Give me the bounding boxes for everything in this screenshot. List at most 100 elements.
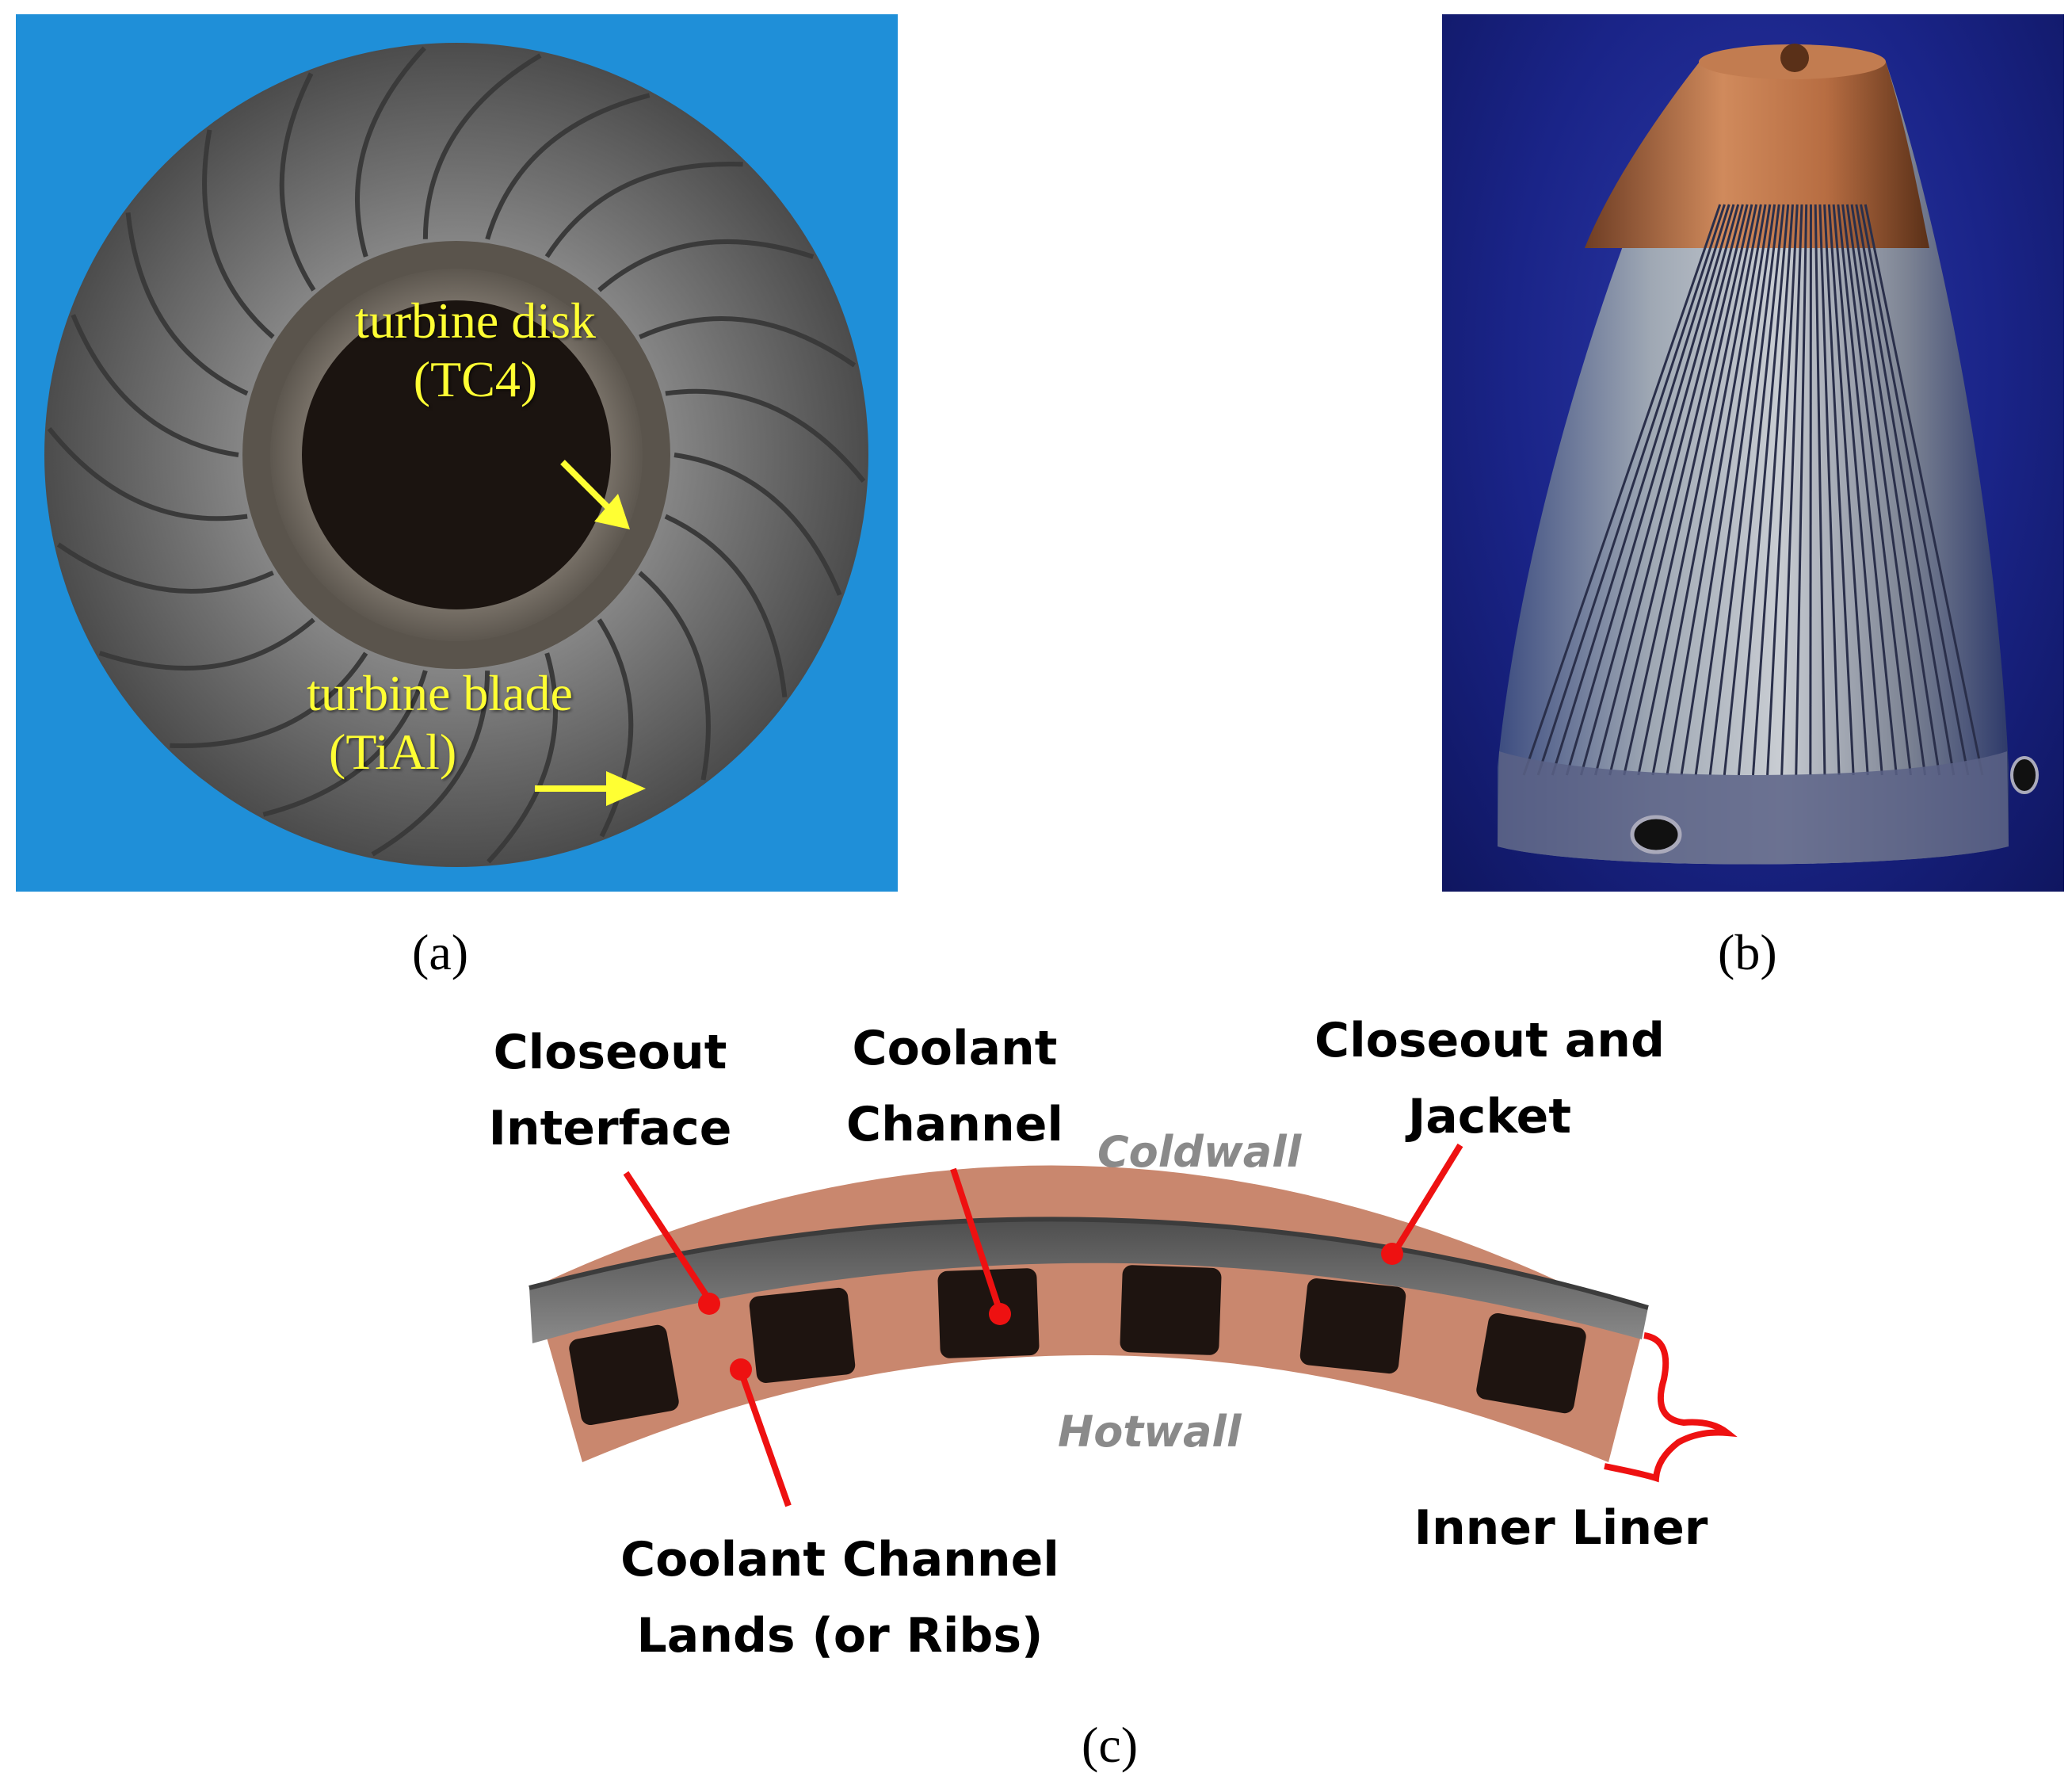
- channel-3: [937, 1268, 1040, 1358]
- closeout-interface-line1: Closeout: [493, 1025, 727, 1080]
- nozzle-rib: [1780, 204, 1803, 776]
- nozzle-rib: [1708, 204, 1780, 776]
- blade-edge: [422, 53, 542, 239]
- disk-arrow-line: [560, 460, 612, 512]
- lands-line1: Coolant Channel: [620, 1532, 1059, 1587]
- blade-edge: [47, 426, 248, 521]
- coolant-channel-leader: [950, 1167, 1003, 1313]
- blade-edge: [71, 314, 239, 457]
- blade-edge: [125, 212, 249, 396]
- turbine-blade-material: (TiAl): [329, 723, 457, 780]
- closeout-interface-line2: Interface: [488, 1101, 732, 1156]
- coldwall-label: Coldwall: [1097, 1127, 1302, 1177]
- nozzle-rib: [1565, 204, 1735, 776]
- lands-line2: Lands (or Ribs): [636, 1608, 1044, 1664]
- channel-5: [1299, 1278, 1406, 1374]
- closeout-interface-dot: [698, 1293, 720, 1315]
- blade-edge: [56, 542, 274, 594]
- leader-lines: [623, 1143, 1738, 1507]
- channel-1: [569, 1324, 679, 1426]
- blade-edge: [638, 571, 711, 781]
- nozzle-rib: [1651, 204, 1762, 776]
- closeout-jacket-region: [529, 1219, 1648, 1343]
- turbine-blades: [47, 46, 866, 864]
- coolant-channel-line2: Channel: [846, 1097, 1063, 1152]
- blade-edge: [639, 315, 857, 368]
- nozzle-rib: [1818, 204, 1841, 776]
- nozzle-rib: [1845, 204, 1927, 776]
- nozzle-rib: [1752, 204, 1794, 776]
- nozzle-rib: [1723, 204, 1785, 776]
- coolant-channel-dot: [989, 1303, 1011, 1325]
- nozzle-port-right: [2010, 756, 2039, 794]
- nozzle-rib: [1579, 204, 1740, 776]
- nozzle-rib: [1694, 204, 1776, 776]
- nozzle-port-left: [1630, 815, 1682, 854]
- lands-leader: [738, 1370, 792, 1507]
- nozzle-rib: [1841, 204, 1912, 776]
- coolant-channel-annotation: Coolant Channel: [824, 1010, 1086, 1163]
- nozzle-rib: [1850, 204, 1941, 776]
- blade-edge: [170, 651, 368, 748]
- nozzle-rib: [1766, 204, 1799, 776]
- blade-edge: [485, 93, 651, 240]
- nozzle-rib: [1855, 204, 1956, 776]
- nozzle-rib: [1837, 204, 1898, 776]
- nozzle-rib: [1637, 204, 1758, 776]
- blade-edge: [202, 129, 275, 339]
- nozzle-rib: [1536, 204, 1726, 776]
- blade-edge: [673, 453, 842, 596]
- nozzle-rib: [1814, 204, 1826, 776]
- panel-c-label: (c): [1082, 1717, 1139, 1773]
- closeout-jacket-leader: [1391, 1143, 1463, 1255]
- turbine-blade-label: turbine blade: [307, 665, 573, 721]
- blade-edge: [98, 617, 315, 670]
- closeout-interface-annotation: Closeout Interface: [475, 1014, 745, 1167]
- coldwall-edge: [528, 1217, 1649, 1310]
- closeout-jacket-line1: Closeout and: [1315, 1013, 1665, 1068]
- turbine-disk-label: turbine disk: [355, 292, 596, 349]
- inner-liner-brace: [1604, 1332, 1738, 1483]
- coolant-channel-line1: Coolant: [852, 1021, 1058, 1076]
- hotwall-label: Hotwall: [1058, 1407, 1242, 1457]
- nozzle-rib: [1594, 204, 1744, 776]
- blade-edge: [665, 388, 866, 483]
- channel-4: [1120, 1265, 1222, 1355]
- nozzle-rib: [1827, 204, 1869, 776]
- inner-liner-annotation: Inner Liner: [1402, 1490, 1719, 1566]
- channel-2: [749, 1287, 856, 1383]
- nozzle-ribs: [1522, 204, 1984, 776]
- disk-arrow-head: [594, 494, 630, 529]
- nozzle-rib: [1737, 204, 1790, 776]
- nozzle-rib: [1864, 204, 1984, 776]
- turbine-disk-annotation: turbine disk (TC4): [289, 292, 662, 408]
- nozzle-rib: [1522, 204, 1722, 776]
- nozzle-base: [1498, 751, 2009, 865]
- closeout-jacket-dot: [1381, 1243, 1403, 1265]
- nozzle-rib: [1666, 204, 1767, 776]
- blade-edge: [371, 670, 490, 857]
- nozzle-rib: [1608, 204, 1749, 776]
- nozzle-rib: [1680, 204, 1772, 776]
- closeout-interface-leader: [623, 1171, 712, 1302]
- leader-dots: [698, 1243, 1403, 1381]
- panel-a-label: (a): [412, 924, 469, 980]
- closeout-jacket-line2: Jacket: [1407, 1089, 1572, 1144]
- disk-bore: [302, 300, 611, 609]
- turbine-disk-material: (TC4): [413, 350, 538, 407]
- blade-edge: [262, 670, 428, 817]
- blade-edge: [355, 46, 426, 258]
- inner-liner-label: Inner Liner: [1414, 1500, 1708, 1556]
- turbine-photo: turbine disk (TC4) turbine blade (TiAl): [16, 14, 898, 892]
- nozzle-rib: [1795, 204, 1808, 776]
- blade-edge: [664, 514, 788, 698]
- channel-6: [1476, 1312, 1586, 1414]
- panel-b-label: (b): [1718, 924, 1777, 980]
- nozzle-rib: [1823, 204, 1855, 776]
- blade-edge: [597, 618, 634, 838]
- nozzle-rib: [1551, 204, 1730, 776]
- closeout-jacket-annotation: Closeout and Jacket: [1299, 1003, 1680, 1155]
- blade-edge: [279, 72, 316, 292]
- lands-annotation: Coolant Channel Lands (or Ribs): [602, 1522, 1078, 1674]
